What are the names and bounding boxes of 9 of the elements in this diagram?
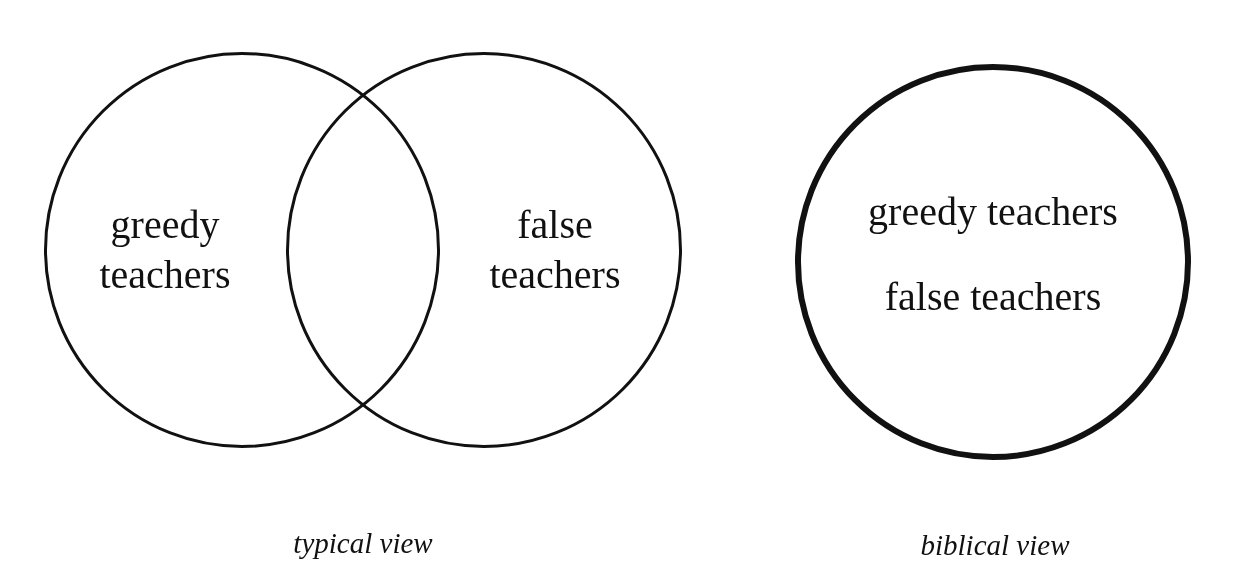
circle-label: false teachers xyxy=(488,201,622,299)
caption: typical view xyxy=(293,526,433,560)
circle xyxy=(286,52,682,448)
circle xyxy=(795,64,1191,460)
circle xyxy=(44,52,440,448)
circle-label: greedy teachers xyxy=(867,188,1119,236)
circle-label: false teachers xyxy=(883,273,1103,321)
caption: biblical view xyxy=(920,528,1070,562)
circle-label: greedy teachers xyxy=(98,201,232,299)
